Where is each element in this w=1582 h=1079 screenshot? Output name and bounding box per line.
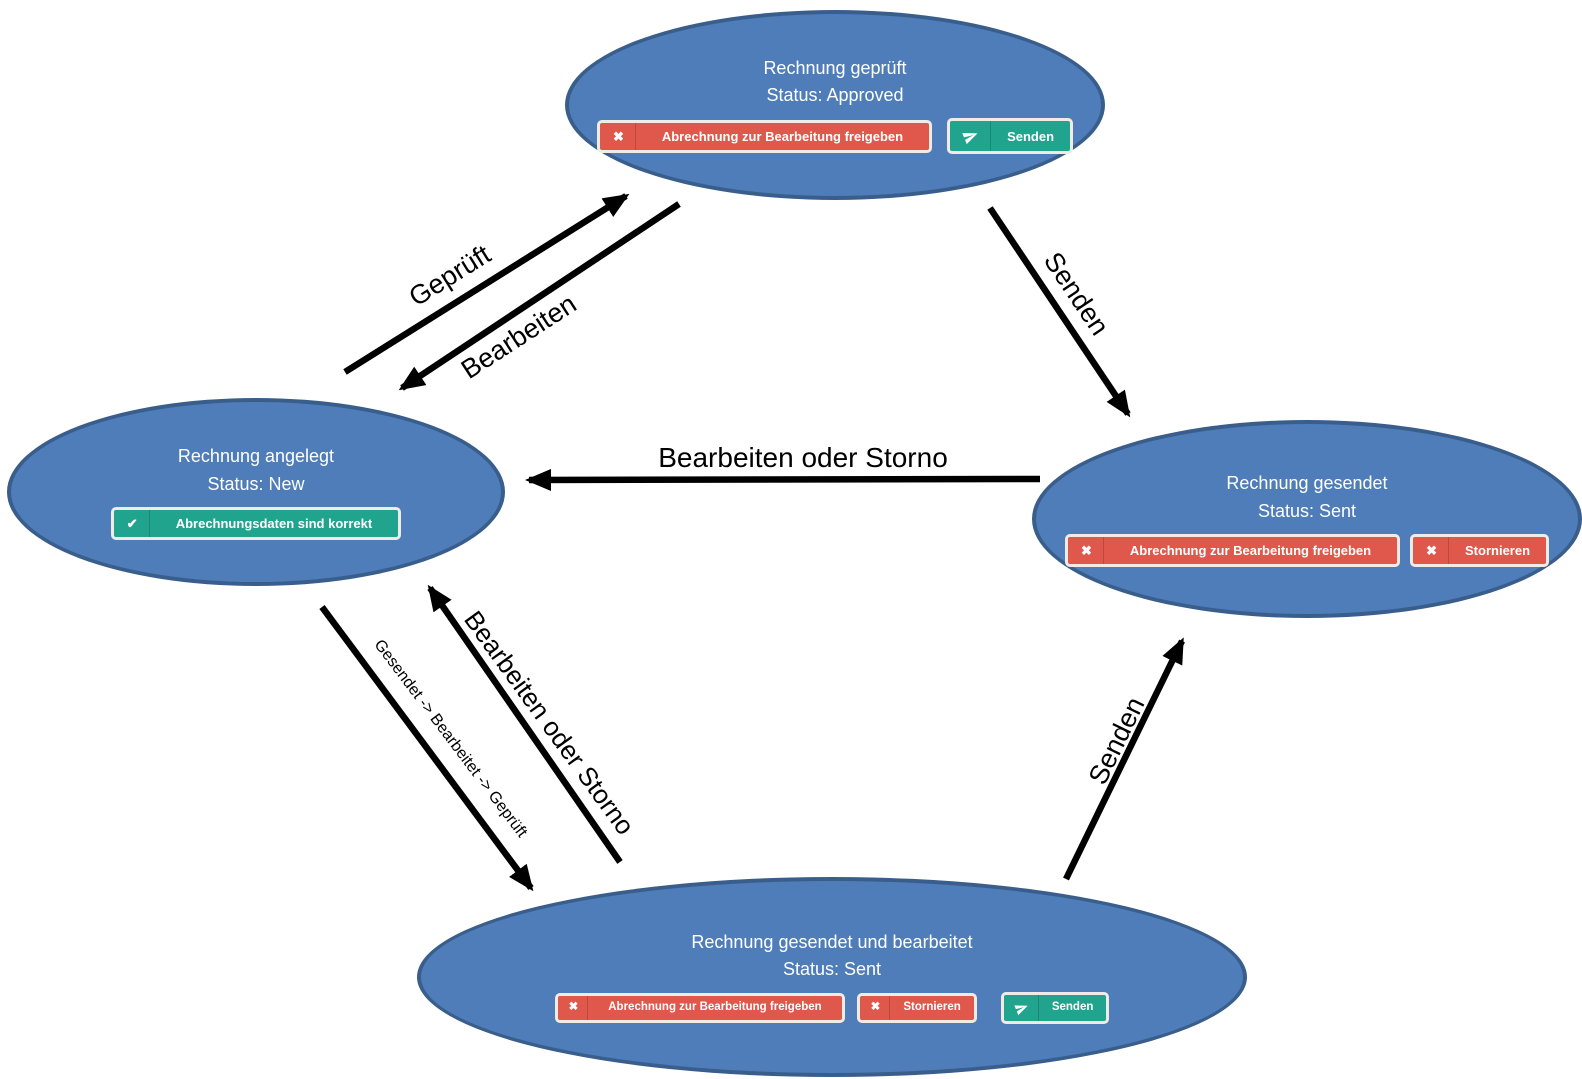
stornieren-button[interactable]: ✖ Stornieren	[856, 993, 977, 1023]
arrow-new-to-sent-edited	[319, 605, 534, 892]
node-actions: ✖ Abrechnung zur Bearbeitung freigeben S…	[596, 118, 1074, 155]
node-title: Rechnung angelegt	[177, 446, 335, 467]
node-actions: ✖ Abrechnung zur Bearbeitung freigeben ✖…	[1064, 533, 1550, 567]
senden-button[interactable]: Senden	[1000, 992, 1110, 1025]
abrechnung-freigeben-button[interactable]: ✖ Abrechnung zur Bearbeitung freigeben	[596, 119, 933, 153]
abrechnung-freigeben-button[interactable]: ✖ Abrechnung zur Bearbeitung freigeben	[554, 993, 845, 1023]
send-icon	[1004, 995, 1039, 1022]
arrow-sent-to-new	[525, 468, 1041, 491]
x-icon: ✖	[558, 996, 589, 1020]
x-icon: ✖	[1413, 536, 1450, 564]
node-title: Rechnung gesendet und bearbeitet	[691, 931, 973, 952]
stornieren-button[interactable]: ✖ Stornieren	[1410, 533, 1550, 567]
state-node-sent-edited: Rechnung gesendet und bearbeitet Status:…	[417, 877, 1247, 1077]
state-node-new: Rechnung angelegt Status: New ✔ Abrechnu…	[7, 398, 505, 586]
abrechnungsdaten-korrekt-button[interactable]: ✔ Abrechnungsdaten sind korrekt	[110, 506, 402, 540]
send-icon	[950, 121, 992, 152]
node-title: Rechnung geprüft	[763, 57, 907, 78]
x-icon: ✖	[600, 122, 636, 150]
edge-label-bearbeiten-oder-storno-horizontal: Bearbeiten oder Storno	[658, 442, 948, 473]
x-icon: ✖	[1068, 536, 1104, 564]
node-title: Rechnung gesendet	[1226, 473, 1388, 494]
arrow-sent-edited-to-sent	[1063, 637, 1185, 881]
check-icon: ✔	[114, 509, 150, 537]
node-status: Status: Sent	[782, 959, 882, 979]
arrow-approved-to-sent	[987, 206, 1131, 418]
abrechnung-freigeben-button[interactable]: ✖ Abrechnung zur Bearbeitung freigeben	[1064, 533, 1401, 567]
arrow-new-to-approved	[343, 193, 630, 375]
state-node-approved: Rechnung geprüft Status: Approved ✖ Abre…	[565, 10, 1105, 200]
arrow-sent-edited-to-new	[427, 584, 623, 864]
node-actions: ✔ Abrechnungsdaten sind korrekt	[110, 506, 402, 540]
x-icon: ✖	[860, 996, 891, 1020]
arrow-approved-to-new	[398, 201, 681, 391]
node-actions: ✖ Abrechnung zur Bearbeitung freigeben ✖…	[554, 992, 1110, 1025]
node-status: Status: Sent	[1257, 500, 1357, 521]
node-status: Status: Approved	[766, 85, 904, 105]
state-node-sent: Rechnung gesendet Status: Sent ✖ Abrechn…	[1032, 420, 1582, 618]
node-status: Status: New	[207, 473, 305, 494]
senden-button[interactable]: Senden	[947, 118, 1074, 155]
